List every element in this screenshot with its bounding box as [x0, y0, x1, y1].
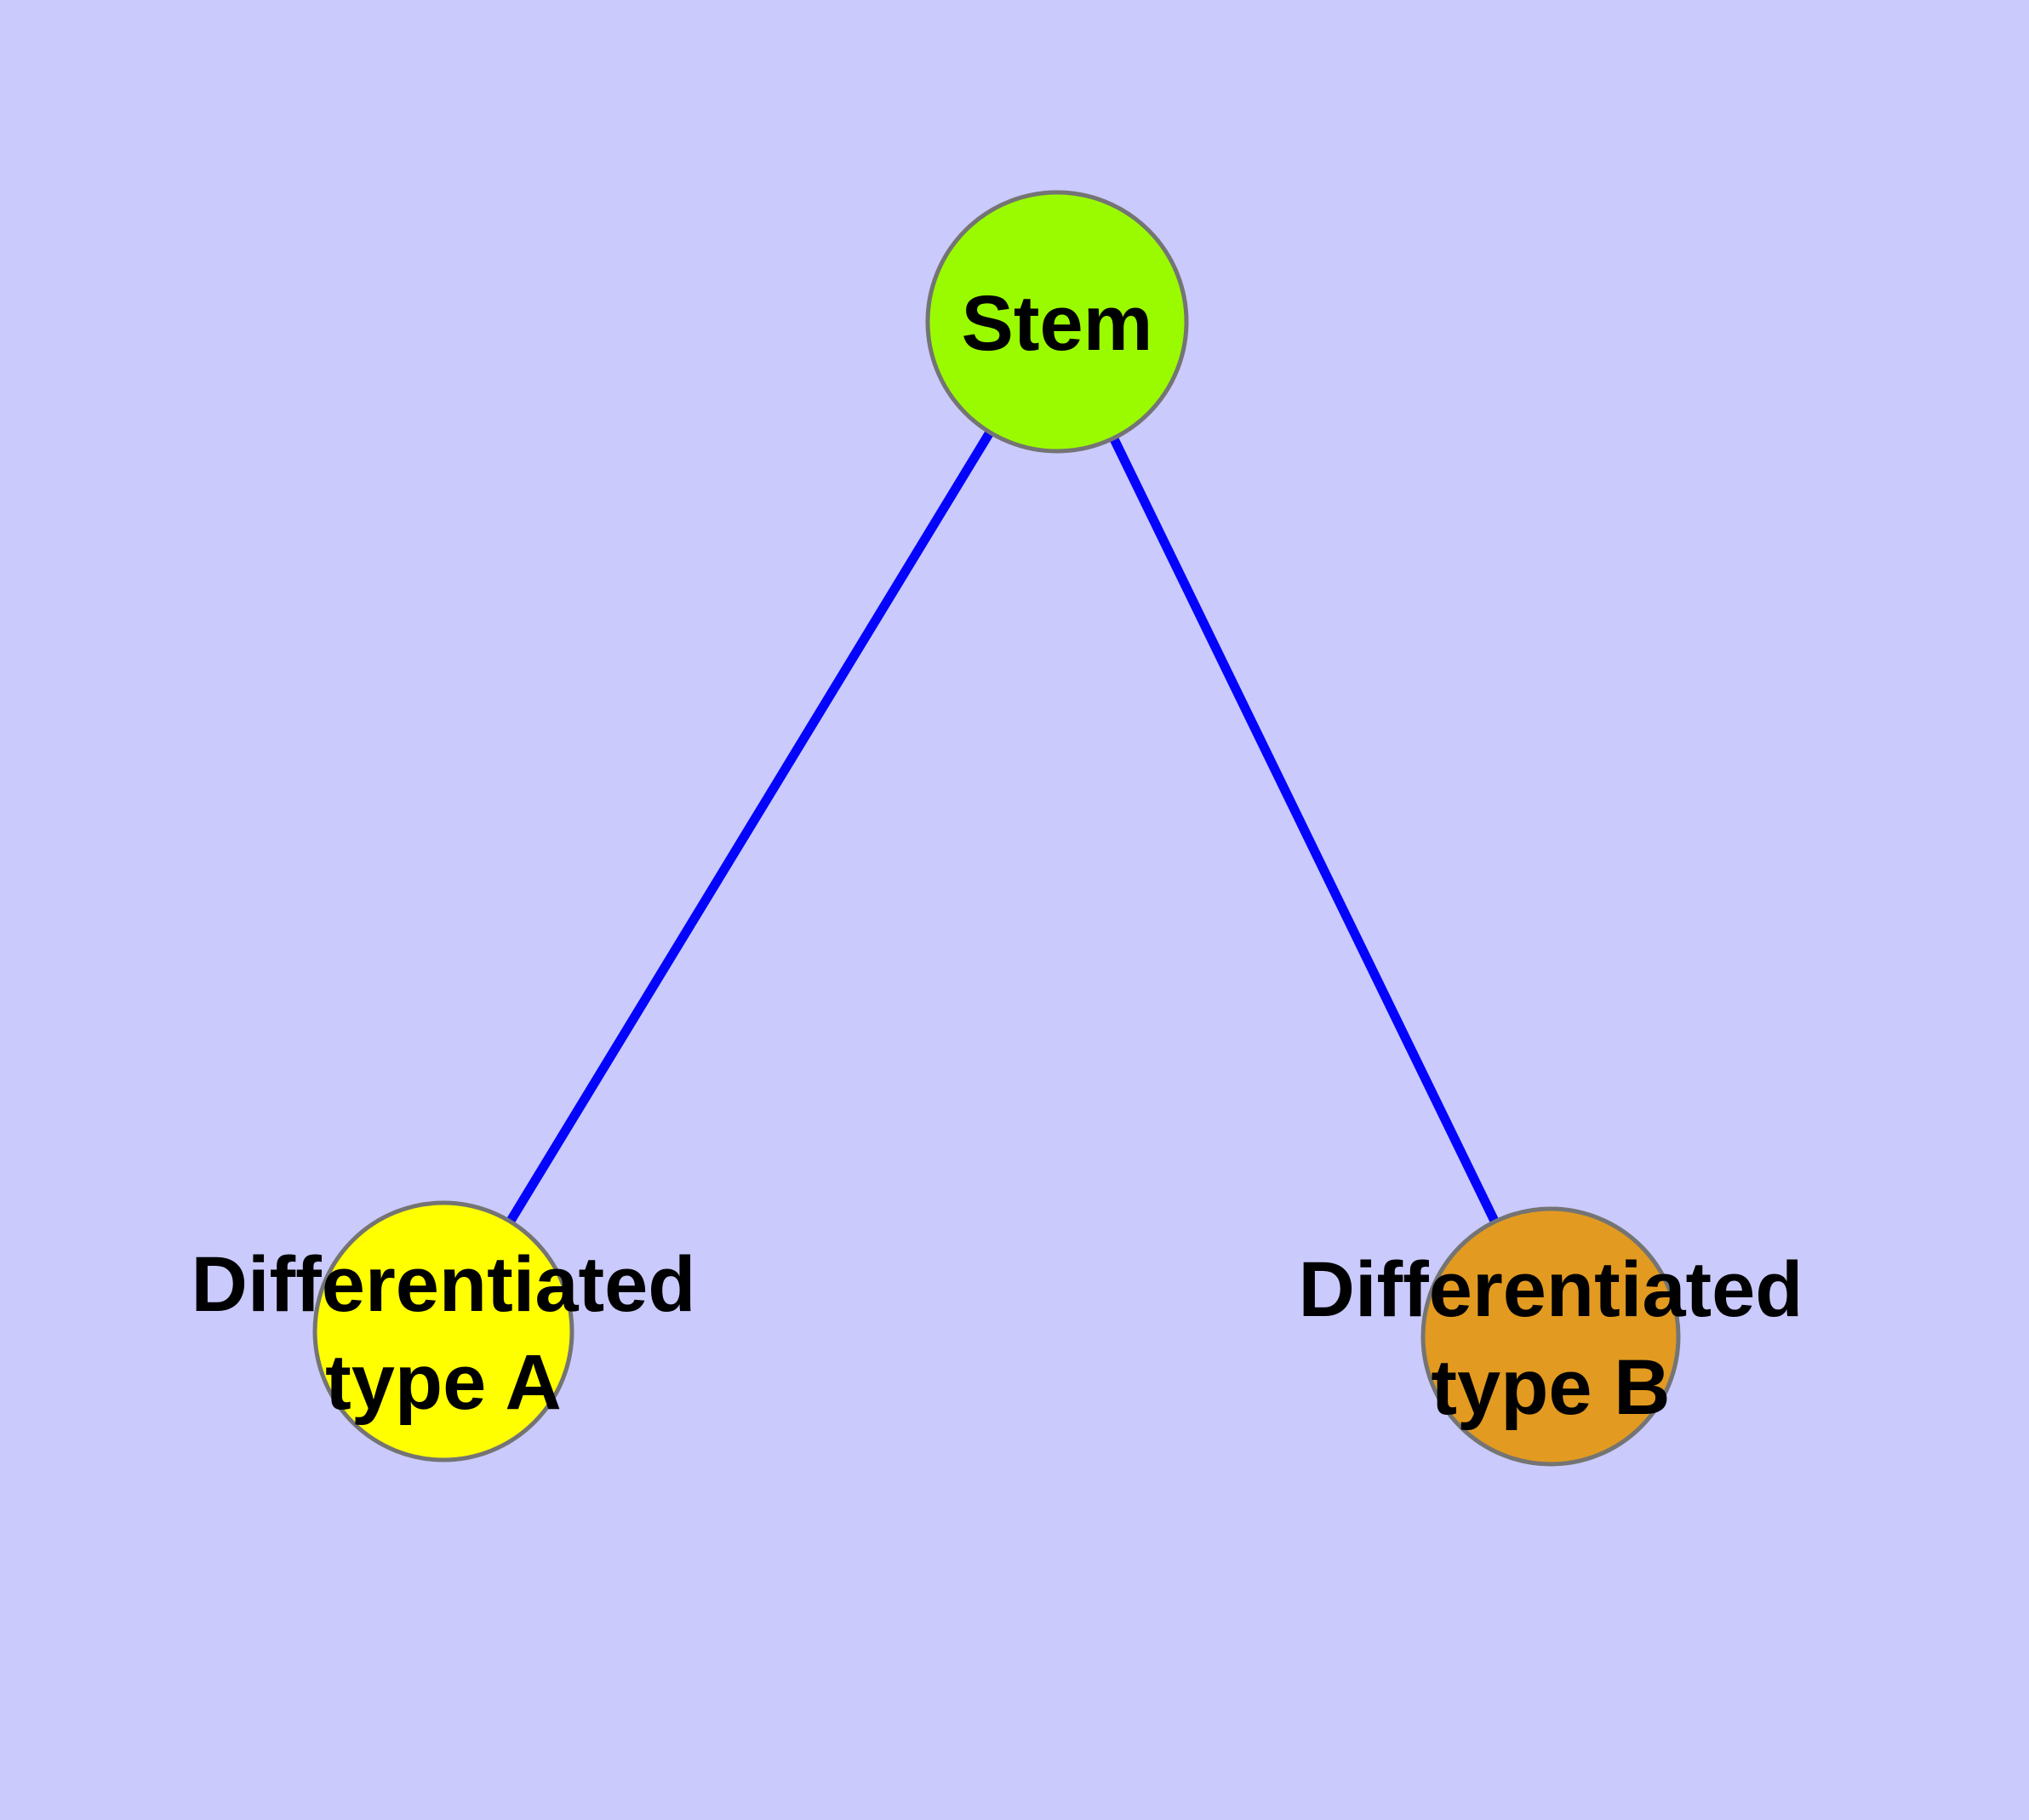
node-label-type-a-line-1: Differentiated: [191, 1241, 696, 1328]
node-label-type-b-line-2: type B: [1431, 1344, 1670, 1431]
edge-stem-to-type-b: [1053, 319, 1555, 1339]
edge-stem-to-type-a: [439, 319, 1061, 1334]
node-differentiated-type-a: [312, 1200, 574, 1462]
node-stem: [925, 190, 1189, 454]
node-label-type-b-line-1: Differentiated: [1299, 1246, 1803, 1333]
node-label-differentiated-type-b: Differentiated type B: [1299, 1246, 1803, 1431]
node-label-differentiated-type-a: Differentiated type A: [191, 1241, 696, 1426]
node-differentiated-type-b: [1420, 1206, 1681, 1467]
node-label-stem: Stem: [962, 280, 1153, 367]
node-label-stem-line-1: Stem: [962, 280, 1153, 367]
node-label-type-a-line-2: type A: [325, 1339, 562, 1426]
